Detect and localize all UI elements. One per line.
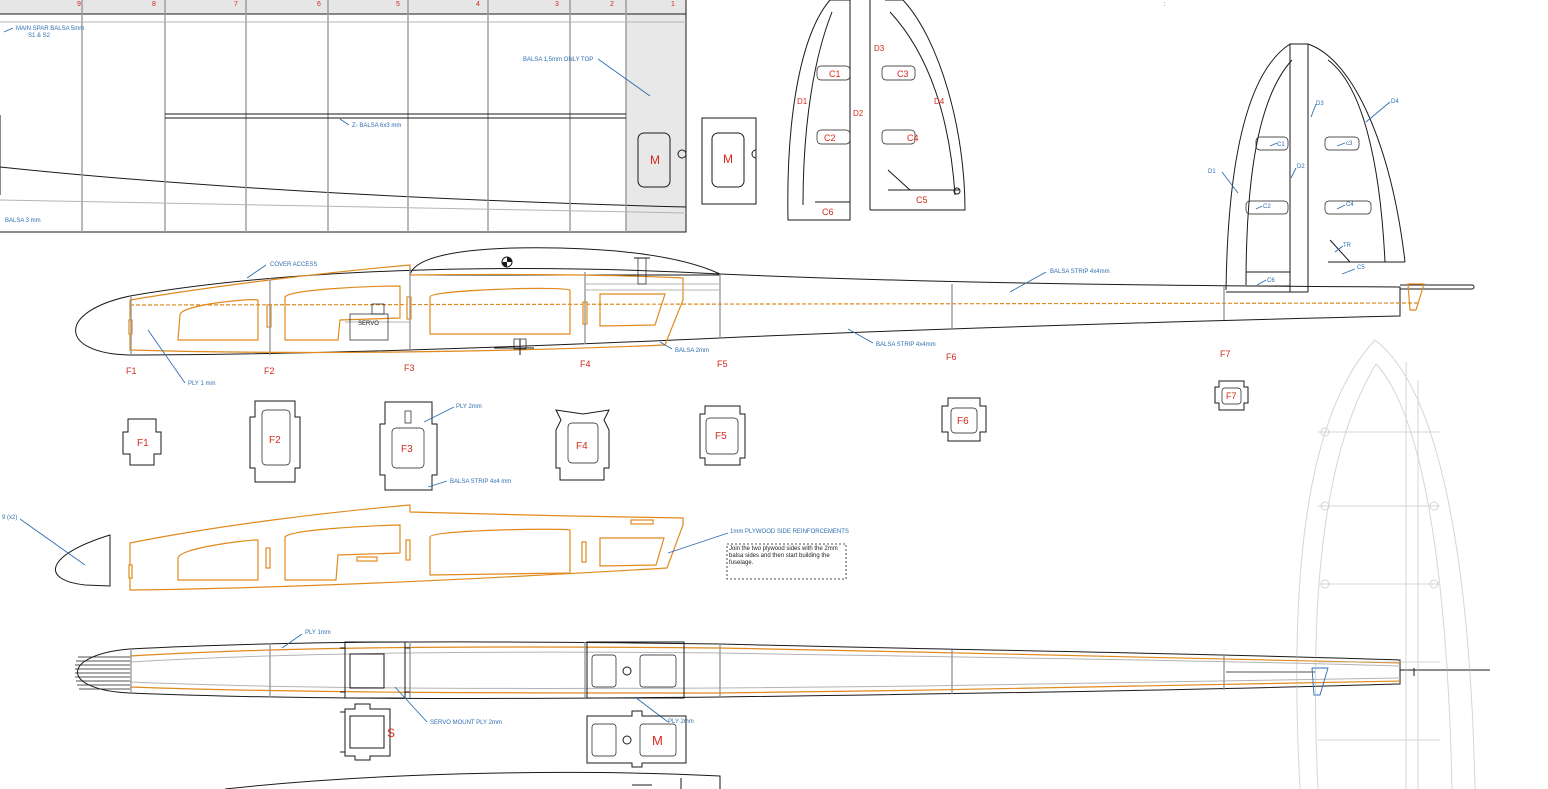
callout-cover-access: COVER ACCESS [270,262,317,268]
callout-ply-2mm-mount: PLY 2mm [668,719,694,725]
callout-part: C6 [1267,278,1275,284]
callout-servo-mount: SERVO MOUNT PLY 2mm [430,720,502,726]
rib-number: 9 [77,1,81,8]
rib-number: 3 [555,1,559,8]
former-label: F1 [137,438,149,449]
part-label: C2 [824,133,836,143]
partial-outline [224,771,721,789]
servo-box-label: SERVO [358,321,379,327]
part-label: D1 [797,97,808,106]
former-label: F4 [580,359,591,369]
nose-hatching [75,656,130,690]
side-reinforcement: 9 (x2) 1mm PLYWOOD SIDE REINFORCEMENTS [2,504,849,591]
callout-balsa-3mm: BALSA 3 mm [5,218,41,224]
former-label: F5 [717,359,728,369]
callout-part: c3 [1346,141,1353,147]
former-label: F2 [264,366,275,376]
fin-callouts: C1 C2 c3 C4 C5 C6 D1 D2 D3 D4 TR [1208,99,1399,286]
part-label: D3 [874,44,885,53]
formers-row [122,380,1249,491]
callout-balsa-strip-former: BALSA STRIP 4x4 mm [450,479,511,485]
former-callouts: PLY 2mm BALSA STRIP 4x4 mm [423,404,511,488]
fuselage-callouts: COVER ACCESS BALSA STRIP 4x4mm BALSA STR… [147,262,1110,387]
wing-panel [0,0,757,233]
rib-number: 4 [476,1,480,8]
callout-part: TR [1343,243,1352,249]
callout-part: D1 [1208,169,1216,175]
callout-part: C4 [1346,202,1354,208]
former-label: F5 [715,431,727,442]
callout-main-spar-ribs: S1 & S2 [28,33,51,39]
note-line: balsa sides and then start building the [729,553,830,559]
fuselage-formers [130,268,1225,355]
callout-z-balsa: Z- BALSA 6x3 mm [352,123,401,129]
rib-number: 6 [317,1,321,8]
callout-ply-2mm: PLY 2mm [456,404,482,410]
callout-ply-1mm: PLY 1 mm [188,381,215,387]
part-label: D2 [853,109,864,118]
fuselage-top-view [75,641,1490,699]
former-label: F2 [269,435,281,446]
callout-balsa-strip-lower: BALSA STRIP 4x4mm [876,342,936,348]
former-label: F3 [404,363,415,373]
former-label: F6 [957,416,969,427]
fin-parts [787,0,966,221]
mount-mark: M [652,733,663,748]
top-view-callouts: PLY 1mm SERVO MOUNT PLY 2mm PLY 2mm [281,630,694,726]
note-line: fuselage. [729,560,754,566]
callout-main-spar: MAIN SPAR BALSA 5mm [16,26,84,32]
callout-balsa-strip-upper: BALSA STRIP 4x4mm [1050,269,1110,275]
callout-part: D3 [1316,101,1324,107]
rib-numbers: 9 8 7 6 5 4 3 2 1 [77,1,675,8]
callout-part: D4 [1391,99,1399,105]
top-view-formers [130,642,1225,698]
faded-tailplane [1296,339,1476,789]
assembly-note: Join the two plywood sides with the 2mm … [726,543,847,580]
callout-plywood-reinforcements: 1mm PLYWOOD SIDE REINFORCEMENTS [730,529,849,535]
callout-balsa-top: BALSA 1,5mm ONLY TOP [523,57,593,63]
part-label: C1 [829,69,841,79]
callout-part: C2 [1263,204,1271,210]
former-label: F1 [126,366,137,376]
former-part-labels: F1 F2 F3 F4 F5 F6 F7 [137,391,1237,455]
part-label: D4 [934,97,945,106]
callout-balsa-2mm: BALSA 2mm [675,348,709,354]
wing-callouts: MAIN SPAR BALSA 5mm S1 & S2 BALSA 1,5mm … [3,2,1166,224]
part-label: C6 [822,207,834,217]
callout-nose-cut: 9 (x2) [2,515,17,521]
rib-number: 7 [234,1,238,8]
rib-number: 5 [396,1,400,8]
former-label: F7 [1220,349,1231,359]
rib-number: 1 [671,1,675,8]
mount-mark: M [650,153,660,167]
fuselage-former-labels: F1 F2 F3 F4 F5 F6 F7 [126,349,1231,376]
fuselage-side-view: SERVO [75,247,1475,356]
callout-ply-1mm-top: PLY 1mm [305,630,331,636]
fin-part-labels: C1 C2 C3 C4 C5 C6 D1 D2 D3 D4 [797,44,945,217]
former-label: F7 [1226,391,1237,401]
former-label: F4 [576,441,588,452]
part-label: C5 [916,195,928,205]
note-line: Join the two plywood sides with the 2mm [729,546,838,552]
wing-ribs [81,0,627,232]
mount-plates [340,703,687,768]
callout-part: C5 [1357,265,1365,271]
former-label: F3 [401,444,413,455]
former-label: F6 [946,352,957,362]
fin-assembly [1225,43,1406,293]
part-label: C4 [907,133,919,143]
mount-mark: M [723,152,733,166]
callout-part: D2 [1297,164,1305,170]
servo-mark: S [387,726,395,740]
rib-number: 8 [152,1,156,8]
part-label: C3 [897,69,909,79]
stray-mark: : [1164,2,1166,8]
rib-number: 2 [610,1,614,8]
callout-part: C1 [1277,142,1285,148]
